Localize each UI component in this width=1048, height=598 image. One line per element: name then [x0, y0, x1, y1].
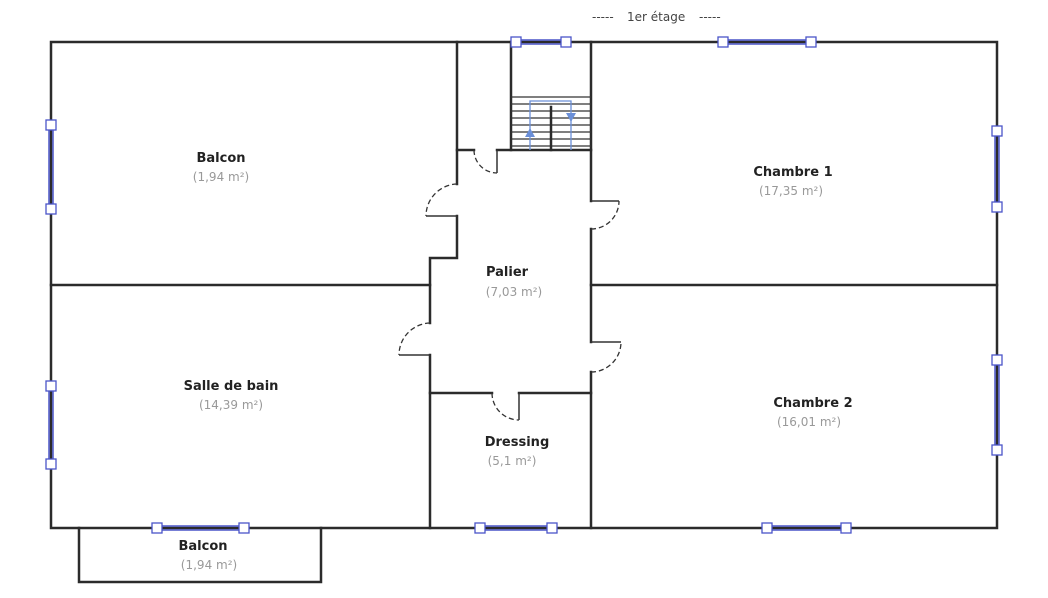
- stair-up-arrow-icon: [525, 128, 535, 137]
- svg-text:-----: -----: [592, 10, 614, 24]
- room-salle-de-bain[interactable]: Salle de bain (14,39 m²): [184, 379, 279, 412]
- svg-text:Chambre 1: Chambre 1: [753, 165, 832, 180]
- walls: [49, 40, 999, 584]
- svg-text:Salle de bain: Salle de bain: [184, 379, 279, 394]
- room-chambre-2[interactable]: Chambre 2 (16,01 m²): [773, 396, 852, 429]
- staircase: [511, 96, 591, 152]
- svg-text:(7,03 m²): (7,03 m²): [486, 285, 542, 299]
- svg-text:Dressing: Dressing: [485, 435, 550, 450]
- svg-text:Chambre 2: Chambre 2: [773, 396, 852, 411]
- doors: [398, 149, 622, 421]
- svg-text:Palier: Palier: [486, 265, 529, 280]
- windows: [45, 36, 1003, 534]
- svg-text:(5,1 m²): (5,1 m²): [488, 454, 537, 468]
- room-balcon-top[interactable]: Balcon (1,94 m²): [193, 151, 249, 184]
- room-balcon-bottom[interactable]: Balcon (1,94 m²): [178, 539, 237, 572]
- room-palier[interactable]: Palier (7,03 m²): [486, 265, 542, 299]
- svg-text:-----: -----: [699, 10, 721, 24]
- stair-down-arrow-icon: [566, 113, 576, 122]
- svg-text:Balcon: Balcon: [178, 539, 227, 554]
- floor-title: ----- 1er étage -----: [592, 10, 721, 24]
- svg-text:(14,39 m²): (14,39 m²): [199, 398, 263, 412]
- svg-text:(16,01 m²): (16,01 m²): [777, 415, 841, 429]
- svg-text:(1,94 m²): (1,94 m²): [193, 170, 249, 184]
- svg-text:Balcon: Balcon: [196, 151, 245, 166]
- svg-text:(1,94 m²): (1,94 m²): [181, 558, 237, 572]
- room-dressing[interactable]: Dressing (5,1 m²): [485, 435, 550, 468]
- svg-text:(17,35 m²): (17,35 m²): [759, 184, 823, 198]
- floor-title-text: 1er étage: [627, 10, 685, 24]
- room-chambre-1[interactable]: Chambre 1 (17,35 m²): [753, 165, 832, 198]
